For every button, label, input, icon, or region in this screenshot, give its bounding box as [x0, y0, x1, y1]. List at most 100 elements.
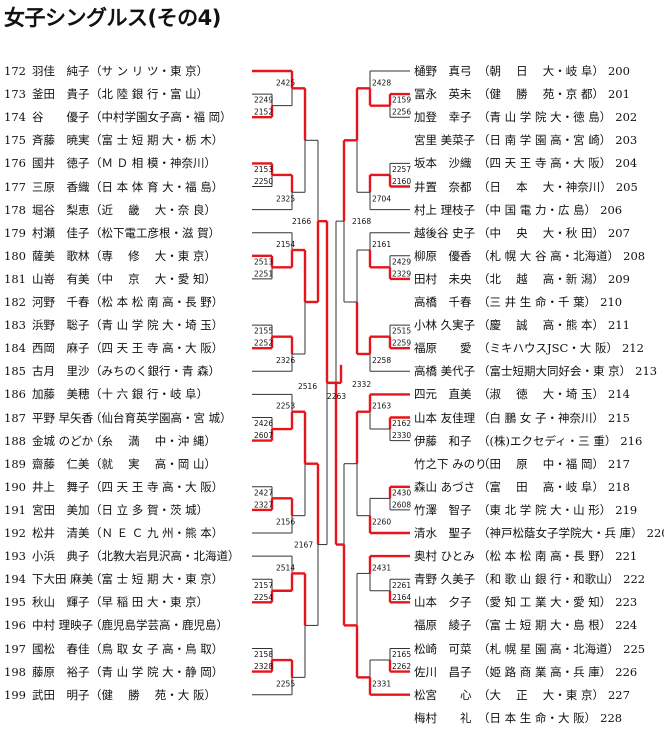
entry-row: 樋野 真弓（朝 日 大・岐 阜）200 [414, 62, 634, 80]
player-affiliation: （四 天 王 寺 高・大 阪） [478, 156, 612, 171]
player-affiliation: （みちのく銀行・青 森） [90, 364, 221, 379]
player-affiliation: （健 勝 苑・京 都） [478, 87, 604, 102]
entry-row: 松宮 心（大 正 大・東 京）227 [414, 686, 634, 704]
match-number: 2156 [276, 518, 295, 527]
entry-number: 203 [615, 133, 638, 148]
entry-number: 217 [607, 456, 630, 471]
entry-row: 高橋 美代子（富士短期大同好会・東 京）213 [414, 362, 661, 380]
player-name: 武田 明子 [32, 687, 90, 702]
player-affiliation: （富 士 短 期 大・島 根） [478, 618, 612, 633]
entry-row: 森山 あづさ（富 田 高・岐 阜）218 [414, 478, 634, 496]
player-affiliation: （松下電工彦根・滋 賀） [90, 225, 221, 240]
player-affiliation: （富士短期大同好会・東 京） [478, 364, 632, 379]
entry-number: 212 [621, 341, 644, 356]
player-name: 堀谷 梨恵 [32, 202, 90, 217]
player-name: 伊藤 和子 [414, 433, 472, 448]
player-name: 山嵜 有美 [32, 271, 90, 286]
player-affiliation: （健 勝 苑・大 阪） [90, 687, 216, 702]
match-number: 2331 [372, 679, 391, 688]
entry-number: 173 [4, 87, 26, 102]
match-number: 2430 [392, 488, 411, 497]
entry-number: 188 [4, 433, 26, 448]
player-name: 四元 直美 [414, 387, 472, 402]
player-affiliation: （富 士 短 期 大・栃 木） [90, 133, 224, 148]
match-number: 2704 [372, 194, 391, 203]
entry-row: 伊藤 和子（(株)エクセディ・三 重）216 [414, 432, 646, 450]
player-name: 青野 久美子 [414, 572, 476, 587]
player-affiliation: （松 本 松 南 高・長 野） [90, 295, 224, 309]
match-number: 2168 [352, 217, 371, 226]
player-affiliation: （仙台育英学園高・宮 城） [90, 410, 232, 425]
player-name: 竹之下 みのり [414, 456, 487, 471]
match-number: 2257 [392, 165, 411, 174]
match-number: 2513 [254, 257, 273, 266]
player-affiliation: （朝 日 大・岐 阜） [478, 64, 604, 78]
match-number: 2158 [254, 650, 273, 659]
entry-number: 181 [4, 271, 26, 286]
entry-number: 183 [4, 318, 26, 333]
player-name: 村瀬 佳子 [32, 225, 90, 240]
player-affiliation: （大 正 大・東 京） [478, 687, 604, 702]
player-name: 冨永 英未 [414, 87, 472, 102]
entry-number: 205 [615, 179, 638, 194]
player-name: 高橋 美代子 [414, 364, 476, 379]
player-name: 平野 早矢香 [32, 410, 94, 425]
entry-number: 227 [607, 687, 630, 702]
player-affiliation: （専 修 大・東 京） [90, 248, 216, 263]
player-name: 谷 優子 [32, 110, 90, 125]
player-affiliation: （和 歌 山 銀 行・和歌山） [478, 572, 620, 587]
entry-number: 199 [4, 687, 26, 702]
player-name: 福原 愛 [414, 341, 472, 356]
player-affiliation: （中村学園女子高・福 岡） [90, 110, 232, 125]
player-affiliation: （四 天 王 寺 高・大 阪） [90, 341, 224, 356]
match-number: 2256 [392, 108, 411, 117]
match-number: 2155 [254, 327, 273, 336]
entry-row: 福原 愛（ミキハウスJSC・大 阪）212 [414, 339, 648, 357]
player-affiliation: （北 陸 銀 行・富 山） [90, 87, 209, 102]
entry-row: 奥村 ひとみ（松 本 松 南 高・長 野）221 [414, 547, 641, 565]
entry-row: 井置 奈都（日 本 大・神奈川）205 [414, 178, 642, 196]
entry-number: 200 [607, 64, 630, 78]
player-affiliation: （日 本 大・神奈川） [478, 179, 612, 194]
player-affiliation: （白 鵬 女 子・神奈川） [478, 410, 604, 425]
match-number: 2426 [254, 419, 273, 428]
player-name: 三原 香織 [32, 179, 90, 194]
entry-number: 196 [4, 618, 26, 633]
player-affiliation: （四 天 王 寺 高・大 阪） [90, 479, 224, 494]
match-number: 2166 [292, 217, 311, 226]
player-affiliation: （Ｍ Ｄ 相 模・神奈川） [90, 156, 216, 171]
player-affiliation: （姫 路 商 業 高・兵 庫） [478, 664, 612, 679]
player-name: 下大田 麻美 [32, 572, 94, 587]
match-number: 2249 [254, 96, 273, 105]
entry-number: 207 [607, 225, 630, 240]
player-affiliation: （十 六 銀 行・岐 阜） [90, 387, 209, 402]
player-name: 加藤 美穂 [32, 387, 90, 402]
player-name: 高橋 千春 [414, 295, 472, 309]
entry-row: 松崎 可菜（札 幌 星 園 高・北海道）225 [414, 640, 649, 658]
player-name: 森山 あづさ [414, 479, 476, 494]
player-affiliation: （北教大岩見沢高・北海道） [90, 549, 240, 564]
match-number: 2253 [276, 402, 295, 411]
entry-number: 211 [607, 318, 630, 333]
player-name: 中村 理映子 [32, 618, 94, 633]
player-affiliation: （青 山 学 院 大・静 岡） [90, 664, 224, 679]
match-number: 2327 [254, 500, 273, 509]
entry-number: 198 [4, 664, 26, 679]
match-number: 2160 [392, 177, 411, 186]
entry-row: 199 武田 明子（健 勝 苑・大 阪） [0, 686, 216, 704]
player-name: 福原 綾子 [414, 618, 472, 633]
player-affiliation: （(株)エクセディ・三 重） [478, 433, 617, 448]
entry-number: 218 [607, 479, 630, 494]
entry-number: 202 [615, 110, 638, 125]
player-affiliation: （富 士 短 期 大・東 京） [90, 572, 224, 587]
player-name: 河野 千春 [32, 295, 90, 309]
entry-row: 竹澤 智子（東 北 学 院 大・山 形）219 [414, 501, 641, 519]
player-affiliation: （愛 知 工 業 大・愛 知） [478, 595, 612, 610]
player-affiliation: （松 本 松 南 高・長 野） [478, 549, 612, 564]
